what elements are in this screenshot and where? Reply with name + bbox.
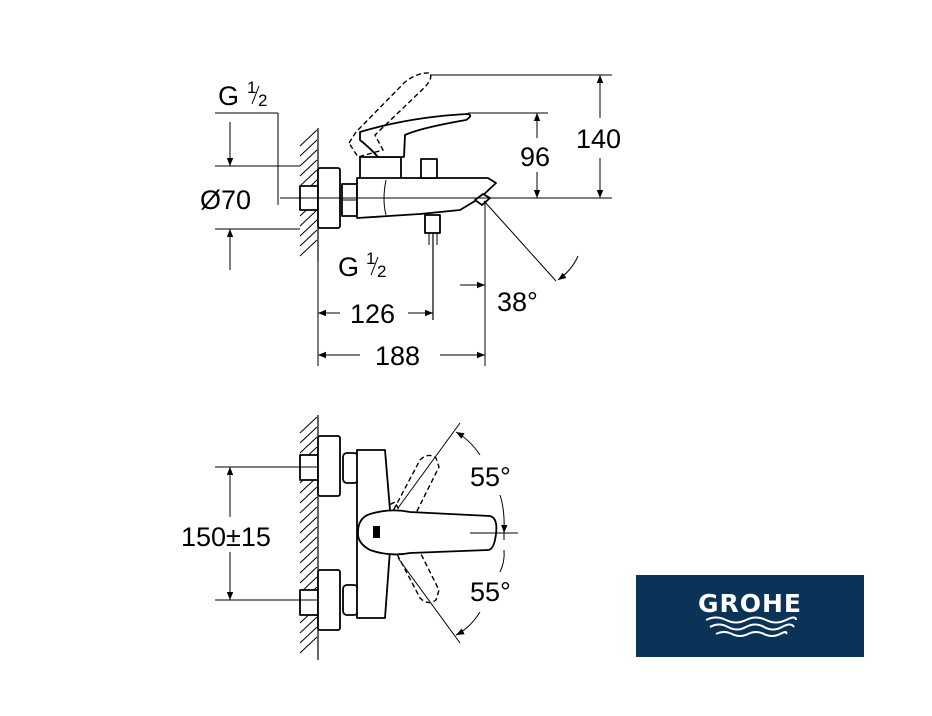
hatch-line bbox=[299, 556, 318, 574]
dim-150: 150±15 bbox=[181, 522, 271, 552]
hatch-line bbox=[299, 149, 318, 167]
angle-38: 38° bbox=[497, 287, 538, 317]
lever-left-position bbox=[374, 454, 440, 556]
hatch-line bbox=[299, 546, 318, 564]
angle-55-up: 55° bbox=[470, 462, 511, 492]
rosette-upper bbox=[317, 435, 341, 497]
hatch-line bbox=[299, 239, 318, 257]
hatch-line bbox=[299, 416, 318, 434]
hatch-line bbox=[299, 636, 318, 654]
dim-96: 96 bbox=[520, 142, 550, 172]
hatch-line bbox=[299, 436, 318, 454]
side-view: G 1 2 Ø70 96 140 G 1 2 126 188 38° bbox=[200, 72, 621, 371]
svg-text:2: 2 bbox=[377, 262, 386, 281]
hatch-line bbox=[299, 516, 318, 534]
lever-raised-outline bbox=[348, 72, 432, 158]
thread-bottom-label: G bbox=[338, 252, 359, 282]
dim-140: 140 bbox=[576, 124, 621, 154]
nut-upper bbox=[342, 452, 359, 484]
angle-55-down: 55° bbox=[470, 577, 511, 607]
temperature-indicator bbox=[373, 526, 380, 538]
svg-text:1: 1 bbox=[366, 249, 375, 268]
waves-icon bbox=[705, 616, 797, 637]
thread-top-label: G bbox=[218, 81, 239, 111]
rosette-lower bbox=[317, 569, 341, 631]
front-view: 150±15 55° 55° bbox=[181, 415, 518, 660]
lever-handle bbox=[359, 113, 472, 158]
hatch-line bbox=[299, 566, 318, 584]
diameter-label: Ø70 bbox=[200, 185, 251, 215]
hatch-line bbox=[299, 169, 318, 187]
hatch-line bbox=[299, 129, 318, 147]
mixer-housing bbox=[359, 156, 402, 180]
hatch-line bbox=[299, 506, 318, 524]
svg-text:2: 2 bbox=[258, 91, 267, 110]
diverter-button bbox=[420, 158, 438, 179]
hatch-line bbox=[299, 229, 318, 247]
hatch-line bbox=[299, 536, 318, 554]
grohe-logo: GROHE bbox=[636, 575, 864, 657]
logo-text: GROHE bbox=[698, 589, 802, 618]
supply-pipe-lower bbox=[299, 589, 319, 616]
nut-lower bbox=[342, 584, 359, 616]
hatch-line bbox=[299, 159, 318, 177]
hatch-line bbox=[299, 426, 318, 444]
hatch-line bbox=[299, 209, 318, 227]
svg-text:1: 1 bbox=[247, 78, 256, 97]
hatch-line bbox=[299, 526, 318, 544]
hatch-line bbox=[299, 219, 318, 237]
hatch-line bbox=[299, 486, 318, 504]
dim-126: 126 bbox=[350, 299, 395, 329]
hatch-line bbox=[299, 139, 318, 157]
hatch-line bbox=[299, 616, 318, 634]
dim-188: 188 bbox=[375, 341, 420, 371]
wall-hatching-bottom bbox=[299, 416, 318, 654]
lever-handle-front bbox=[357, 509, 498, 556]
hatch-line bbox=[299, 626, 318, 644]
bath-outlet bbox=[424, 214, 441, 234]
hatch-line bbox=[299, 496, 318, 514]
